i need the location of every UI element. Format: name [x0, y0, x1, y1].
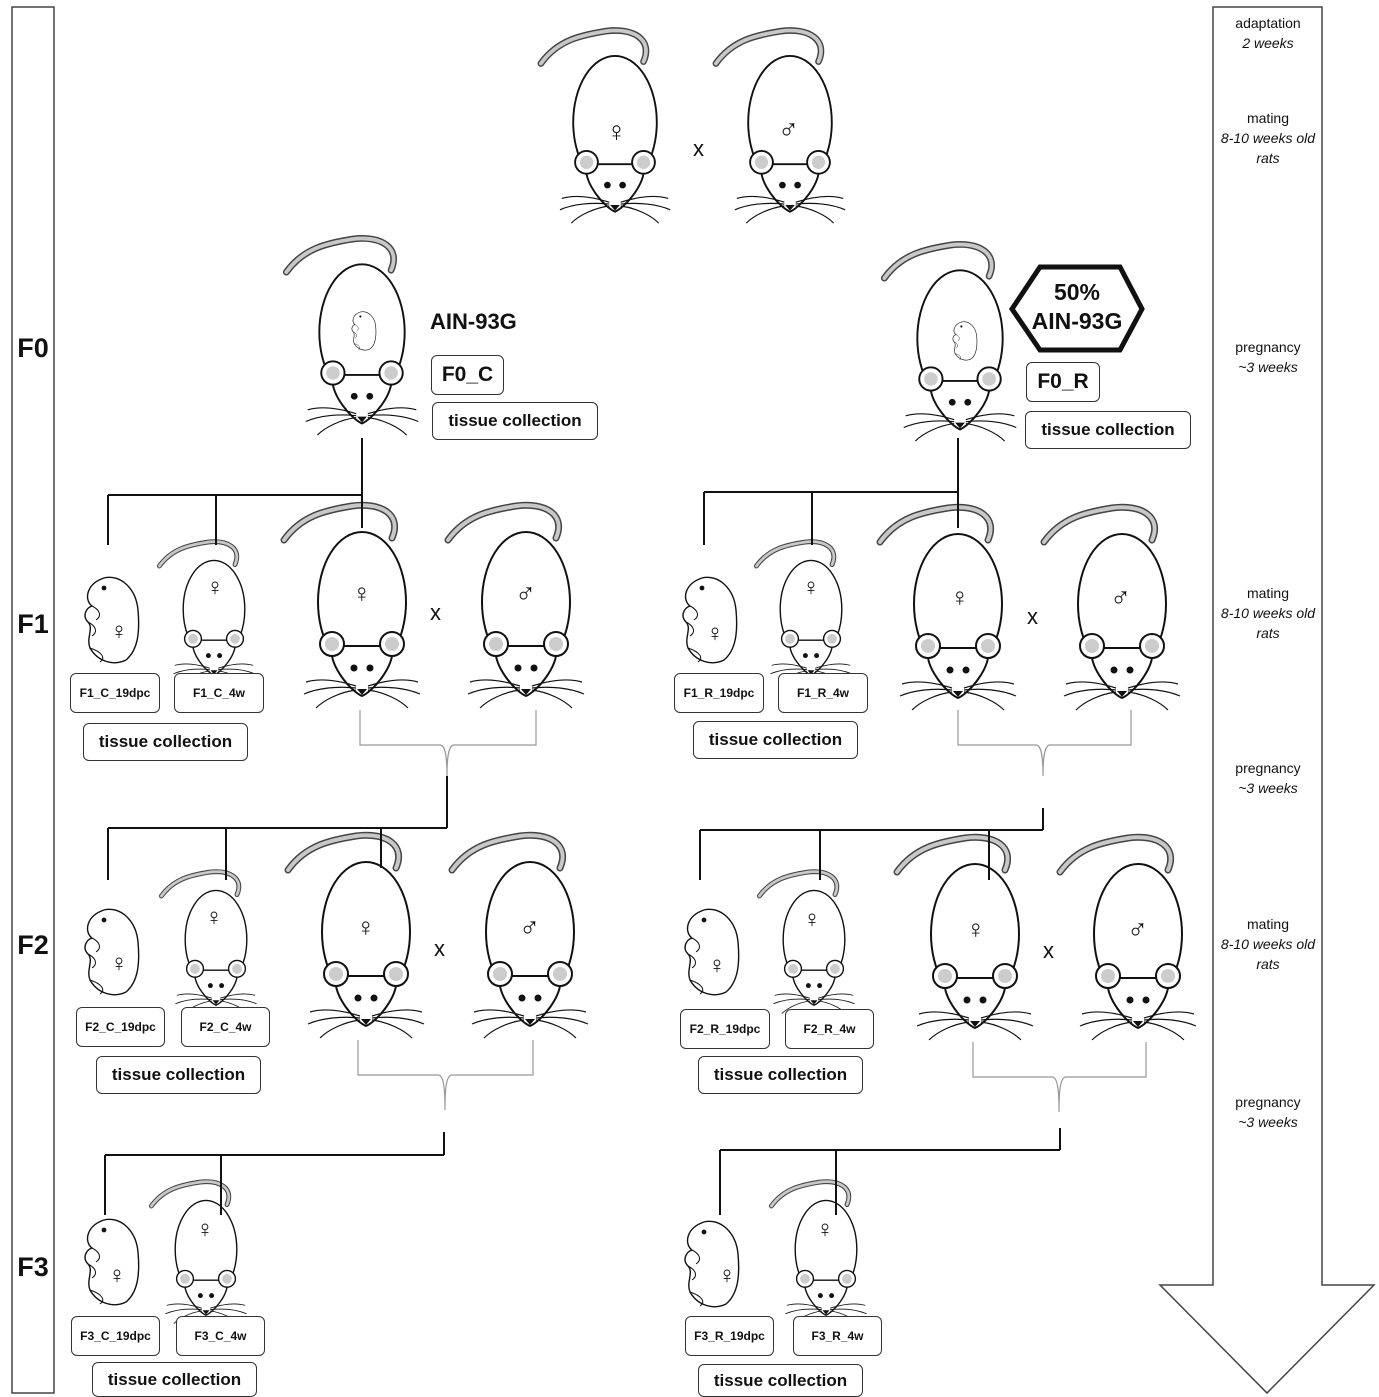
phase-duration: 2 weeks — [1213, 33, 1323, 53]
timeline-phase: adaptation 2 weeks — [1213, 13, 1323, 53]
phase-name: adaptation — [1213, 13, 1323, 33]
generation-bar — [12, 7, 54, 1393]
f1-restricted-pup — [756, 542, 851, 684]
f1-restricted-fetus-label: F1_R_19dpc — [674, 673, 764, 713]
timeline-phase: pregnancy ~3 weeks — [1213, 337, 1323, 377]
f2-control-pup — [161, 872, 256, 1014]
f2-restricted-pup-label: F2_R_4w — [785, 1009, 874, 1049]
cross-mark: x — [1027, 604, 1038, 630]
generation-label-f2: F2 — [12, 930, 54, 961]
control-group-label: F0_C — [431, 355, 504, 395]
phase-duration: ~3 weeks — [1213, 778, 1323, 798]
phase-name: pregnancy — [1213, 337, 1323, 357]
f2-control-fetus-label: F2_C_19dpc — [76, 1007, 165, 1047]
phase-duration: 8-10 weeks old rats — [1216, 934, 1320, 974]
f3-restricted-pup-label: F3_R_4w — [793, 1316, 882, 1356]
f2-restricted-fetus-label: F2_R_19dpc — [680, 1009, 770, 1049]
cross-mark: x — [434, 936, 445, 962]
f2-control-tissue-collection: tissue collection — [96, 1056, 261, 1094]
control-diet-label: AIN-93G — [430, 309, 517, 335]
male-symbol: ♂ — [519, 912, 540, 944]
f1-restricted-pup-label: F1_R_4w — [778, 673, 868, 713]
f1-control-pup — [159, 542, 254, 684]
phase-duration: 8-10 weeks old rats — [1216, 128, 1320, 168]
female-symbol: ♀ — [708, 952, 726, 980]
timeline-arrow — [1160, 7, 1374, 1393]
f1-restricted-female — [880, 507, 1016, 710]
phase-name: pregnancy — [1213, 758, 1323, 778]
f0-control-dam — [286, 238, 418, 435]
timeline-phase: mating 8-10 weeks old rats — [1216, 583, 1320, 643]
restricted-pedigree-lines — [700, 438, 1060, 1215]
female-symbol: ♀ — [816, 1216, 834, 1244]
phase-name: pregnancy — [1213, 1092, 1323, 1112]
f1-restricted-tissue-collection: tissue collection — [693, 721, 858, 759]
f1-control-tissue-collection: tissue collection — [83, 723, 248, 761]
female-symbol: ♀ — [352, 578, 372, 609]
f0-restricted-dam — [884, 244, 1016, 441]
f2-restricted-female — [897, 837, 1033, 1040]
f3-restricted-fetus-label: F3_R_19dpc — [685, 1316, 774, 1356]
f2-restricted-tissue-collection: tissue collection — [698, 1056, 863, 1094]
generation-label-f0: F0 — [12, 333, 54, 364]
f2-control-pup-label: F2_C_4w — [181, 1007, 270, 1047]
female-symbol: ♀ — [802, 574, 820, 602]
female-symbol: ♀ — [606, 116, 627, 148]
f2-restricted-pup — [759, 872, 854, 1014]
cross-mark: x — [1043, 938, 1054, 964]
control-f0-tissue-collection: tissue collection — [432, 402, 598, 440]
female-symbol: ♀ — [706, 620, 724, 648]
generation-label-f1: F1 — [12, 609, 54, 640]
female-symbol: ♀ — [205, 904, 223, 932]
phase-duration: ~3 weeks — [1213, 1112, 1323, 1132]
f1-control-fetus-label: F1_C_19dpc — [70, 673, 160, 713]
female-symbol: ♀ — [110, 618, 128, 646]
restricted-f0-tissue-collection: tissue collection — [1025, 411, 1191, 449]
female-symbol: ♀ — [110, 950, 128, 978]
phase-name: mating — [1216, 914, 1320, 934]
female-symbol: ♀ — [950, 582, 970, 613]
phase-name: mating — [1216, 583, 1320, 603]
f3-control-tissue-collection: tissue collection — [92, 1362, 257, 1397]
female-symbol: ♀ — [206, 574, 224, 602]
timeline-phase: pregnancy ~3 weeks — [1213, 758, 1323, 798]
female-symbol: ♀ — [718, 1262, 736, 1290]
f3-control-pup-label: F3_C_4w — [176, 1316, 265, 1356]
male-symbol: ♂ — [1110, 582, 1131, 614]
phase-duration: 8-10 weeks old rats — [1216, 603, 1320, 643]
male-symbol: ♂ — [515, 578, 536, 610]
male-symbol: ♂ — [1127, 914, 1148, 946]
phase-duration: ~3 weeks — [1213, 357, 1323, 377]
restricted-group-label: F0_R — [1026, 362, 1100, 402]
control-pedigree-lines — [105, 438, 447, 1215]
timeline-phase: mating 8-10 weeks old rats — [1216, 914, 1320, 974]
f3-restricted-tissue-collection: tissue collection — [698, 1364, 863, 1397]
timeline-phase: pregnancy ~3 weeks — [1213, 1092, 1323, 1132]
female-symbol: ♀ — [356, 912, 376, 943]
timeline-phase: mating 8-10 weeks old rats — [1216, 108, 1320, 168]
restricted-diet-label: 50% AIN-93G — [1012, 278, 1142, 336]
offspring-braces — [358, 710, 1146, 1112]
restricted-diet-name: AIN-93G — [1012, 307, 1142, 336]
female-symbol: ♀ — [803, 906, 821, 934]
phase-name: mating — [1216, 108, 1320, 128]
male-symbol: ♂ — [778, 114, 799, 146]
female-symbol: ♀ — [196, 1216, 214, 1244]
cross-mark: x — [693, 136, 704, 162]
cross-mark: x — [430, 600, 441, 626]
restricted-diet-percent: 50% — [1012, 278, 1142, 307]
f3-control-pup — [151, 1182, 246, 1324]
female-symbol: ♀ — [108, 1262, 126, 1290]
f3-restricted-pup — [771, 1182, 866, 1324]
generation-label-f3: F3 — [12, 1252, 54, 1283]
f0-control-fetus-icon — [352, 312, 376, 350]
female-symbol: ♀ — [966, 914, 986, 945]
f3-control-fetus-label: F3_C_19dpc — [71, 1316, 160, 1356]
f0-restricted-fetus-icon — [953, 322, 977, 360]
f1-control-pup-label: F1_C_4w — [174, 673, 264, 713]
